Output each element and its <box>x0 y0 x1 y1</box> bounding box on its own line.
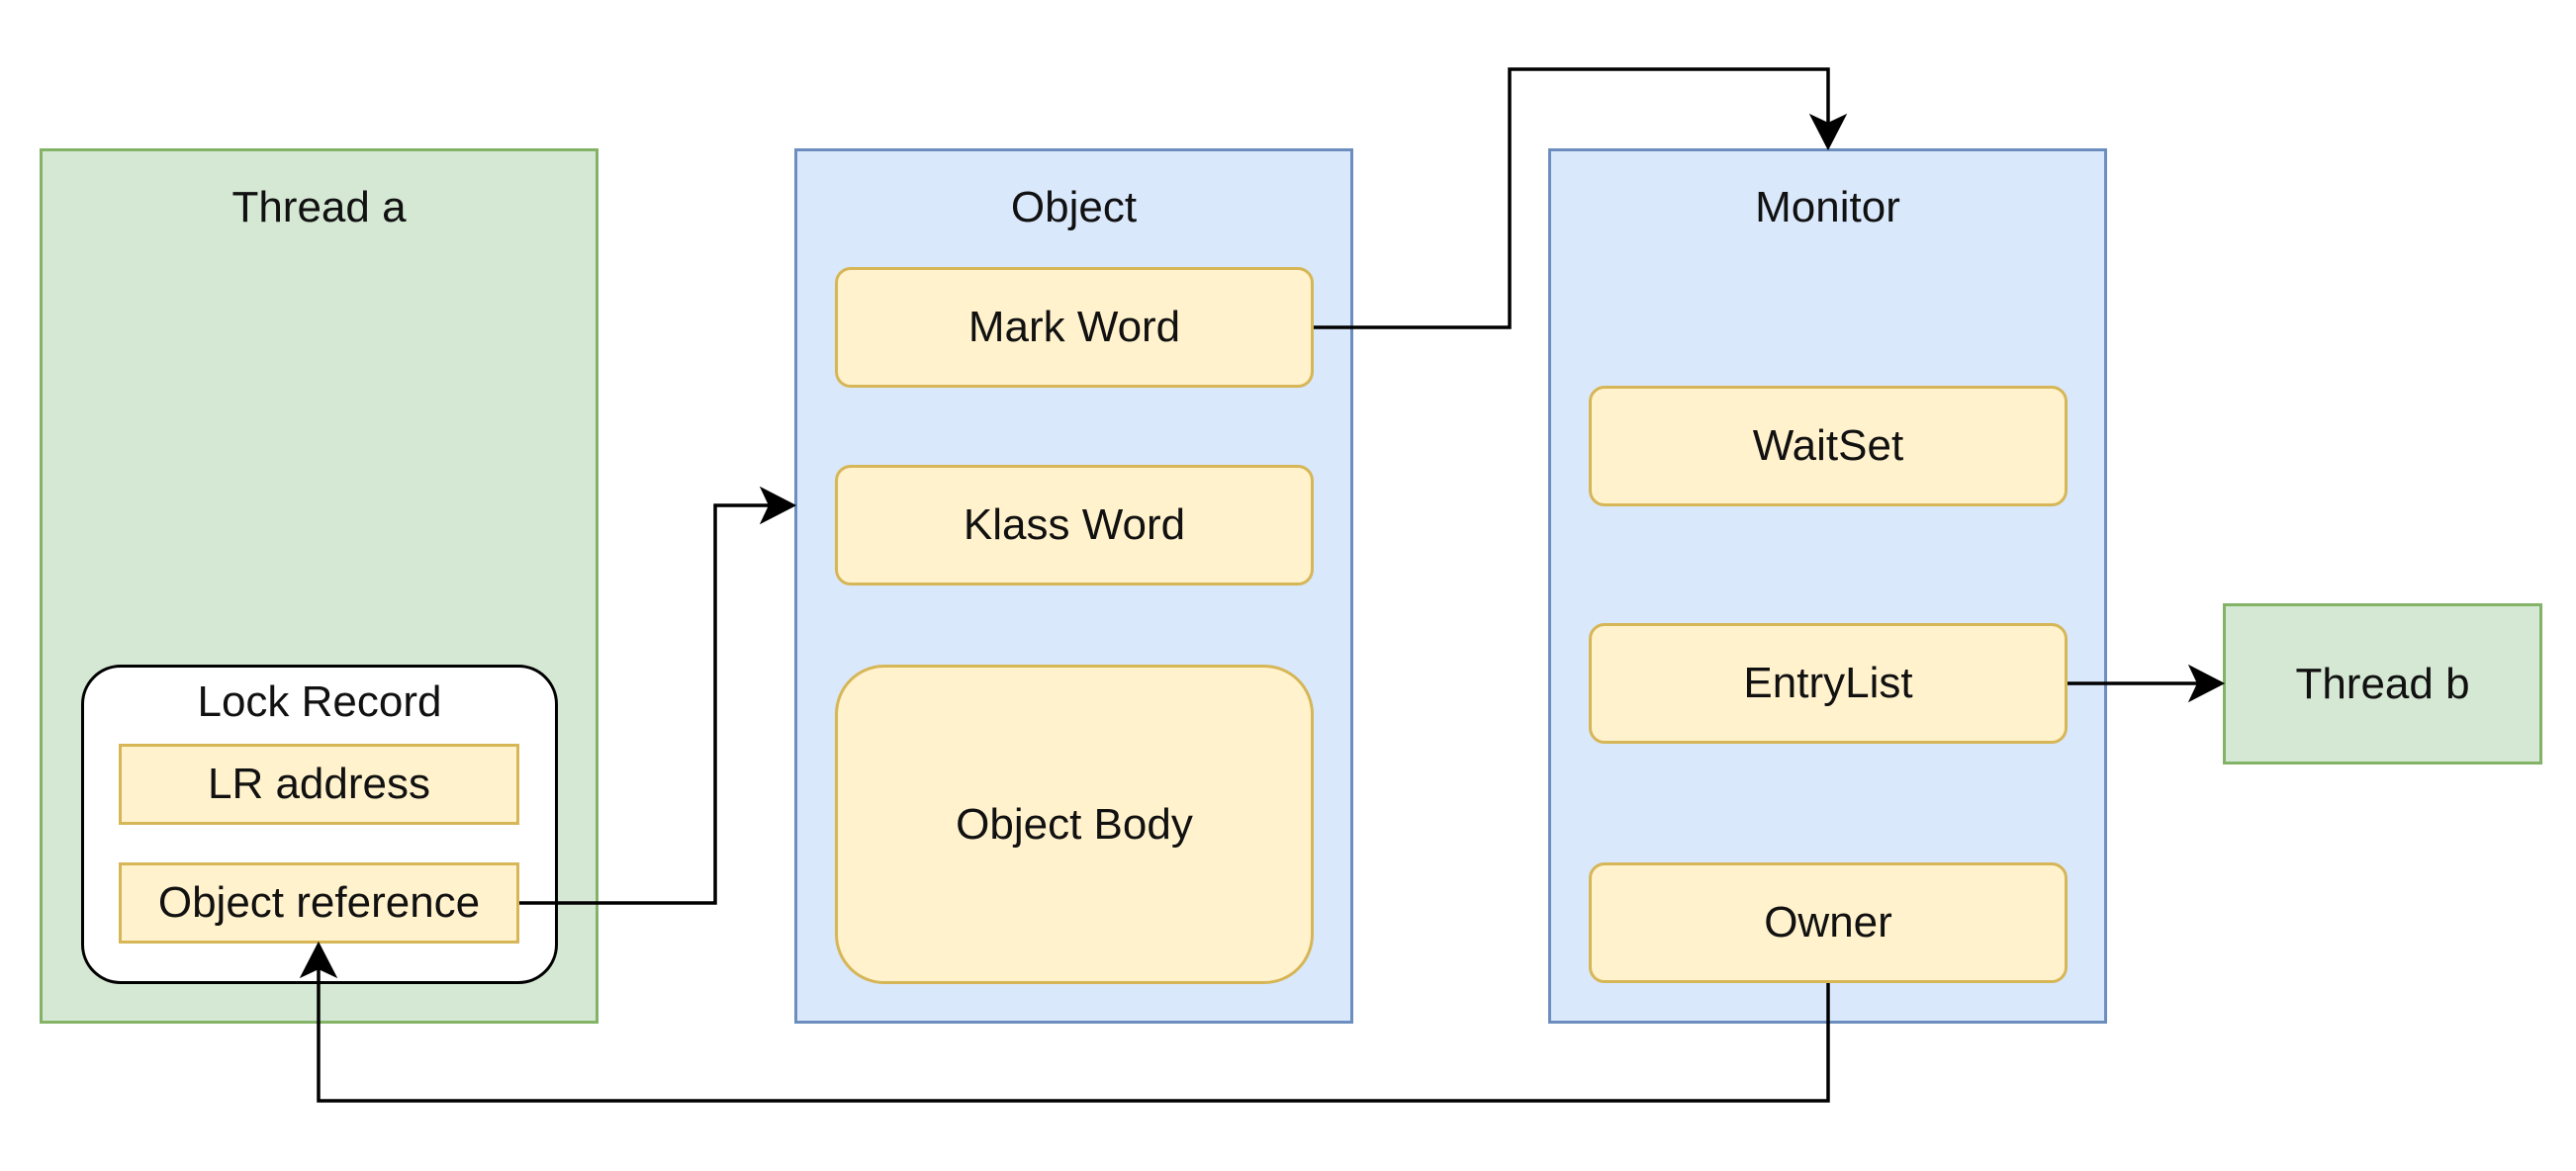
monitor-title: Monitor <box>1755 183 1900 231</box>
wait-set-field: WaitSet <box>1589 386 2068 506</box>
lock-record-title: Lock Record <box>197 677 442 726</box>
lr-address-field: LR address <box>119 744 519 825</box>
owner-field: Owner <box>1589 862 2068 983</box>
arrowhead-object <box>759 486 797 525</box>
mark-word-field: Mark Word <box>835 267 1314 388</box>
object-body-field: Object Body <box>835 665 1314 984</box>
arrowhead-thread-b <box>2187 664 2226 703</box>
arrowhead-monitor <box>1808 113 1848 151</box>
entry-list-field: EntryList <box>1589 623 2068 744</box>
thread-a-title: Thread a <box>231 183 407 231</box>
object-title: Object <box>1010 183 1138 231</box>
thread-b-box: Thread b <box>2223 603 2542 765</box>
arrowhead-object-reference <box>299 941 338 979</box>
edge-owner-to-object-reference <box>317 961 1830 1103</box>
object-reference-field: Object reference <box>119 862 519 944</box>
edge-object-reference-to-object <box>519 503 777 905</box>
klass-word-field: Klass Word <box>835 465 1314 586</box>
edge-mark-word-to-monitor <box>1314 67 1830 329</box>
